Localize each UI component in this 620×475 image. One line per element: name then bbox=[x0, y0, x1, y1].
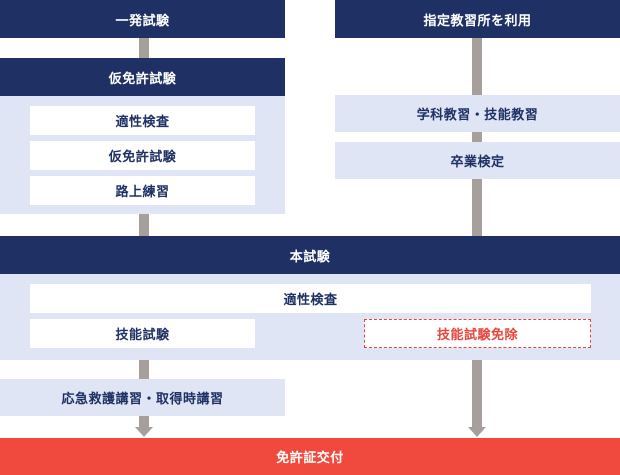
right-connector-line bbox=[472, 36, 482, 428]
provisional-step-exam: 仮免許試験 bbox=[30, 141, 255, 170]
main-exam-title: 本試験 bbox=[0, 236, 620, 274]
first-aid-course-box: 応急救護講習・取得時講習 bbox=[0, 379, 285, 416]
right-arrow-head bbox=[468, 427, 486, 437]
driving-school-header: 指定教習所を利用 bbox=[335, 0, 620, 38]
left-arrow-head bbox=[135, 427, 153, 437]
skill-test-exemption-box: 技能試験免除 bbox=[364, 319, 591, 348]
provisional-step-aptitude: 適性検査 bbox=[30, 106, 255, 135]
graduation-test-box: 卒業検定 bbox=[335, 142, 620, 179]
direct-exam-header: 一発試験 bbox=[0, 0, 285, 38]
license-issuance-bar: 免許証交付 bbox=[0, 438, 620, 475]
provisional-step-road-practice: 路上練習 bbox=[30, 176, 255, 205]
provisional-exam-title: 仮免許試験 bbox=[0, 58, 285, 96]
main-aptitude-box: 適性検査 bbox=[30, 284, 591, 313]
school-lessons-box: 学科教習・技能教習 bbox=[335, 95, 620, 132]
left-connector-line bbox=[139, 36, 149, 428]
skill-test-box: 技能試験 bbox=[30, 319, 255, 348]
